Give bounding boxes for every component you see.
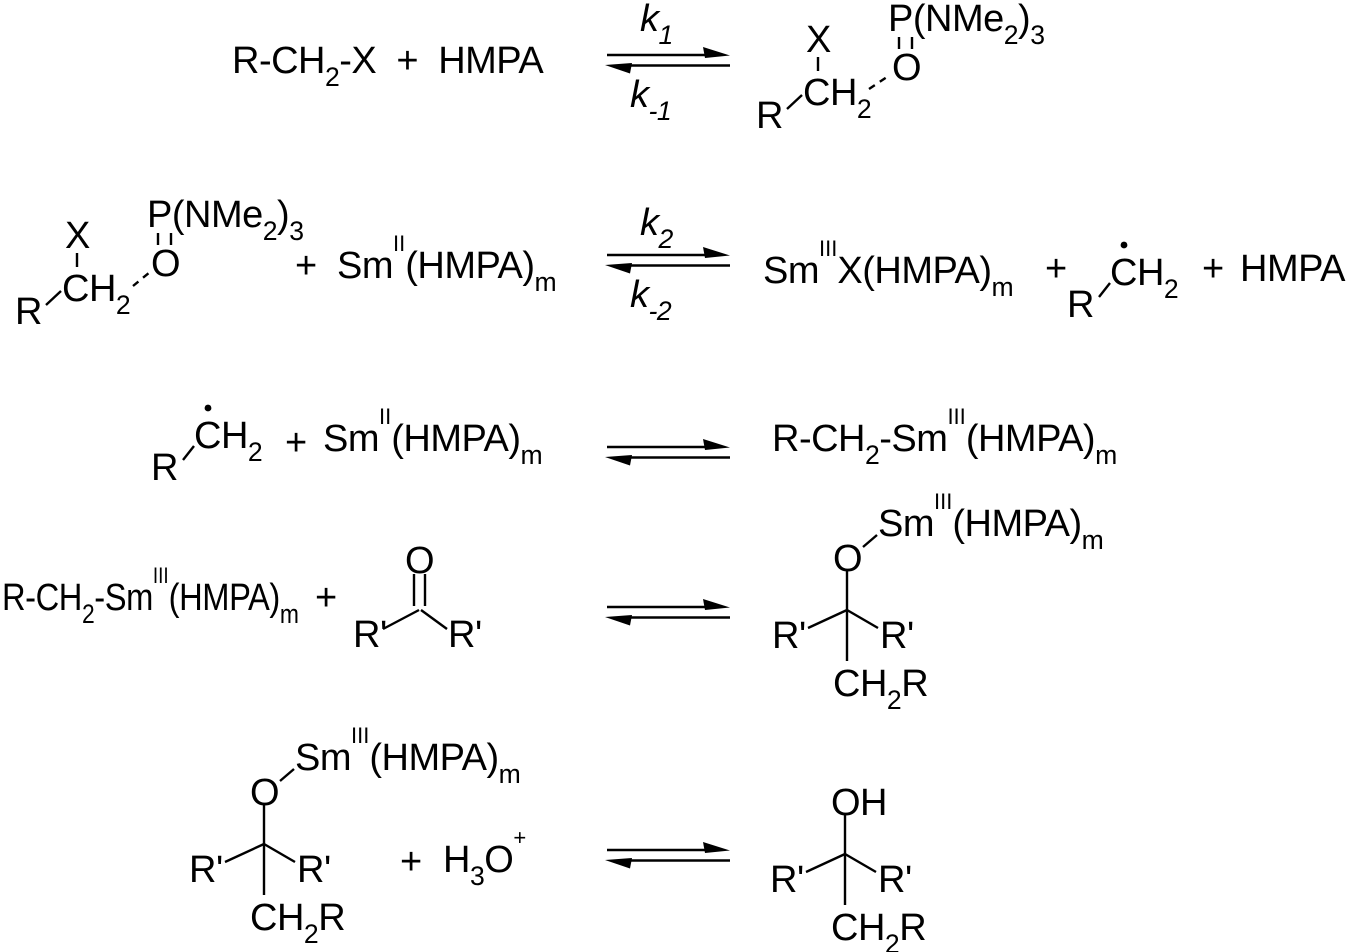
alkoxide1-r-prime-left: R': [772, 615, 806, 657]
radical-dot-icon: [204, 404, 212, 412]
alcohol-oh-label: OH: [831, 782, 888, 824]
adduct1-r-label: R: [756, 95, 783, 137]
adduct1-o-label: O: [892, 47, 922, 89]
alkoxide2-samarium-label: SmIII(HMPA)m: [295, 722, 521, 790]
rate-constant-k-2: k-2: [630, 274, 672, 327]
step2-samarium-ii: SmII(HMPA)m: [337, 230, 557, 298]
equilibrium-arrow-step4: [605, 599, 730, 626]
equilibrium-arrow-step1: [605, 47, 730, 74]
radical1-ch2-label: CH2: [1110, 252, 1179, 305]
step3-samarium-ii: SmII(HMPA)m: [323, 403, 543, 471]
adduct2-phosphoramide-label: P(NMe2)3: [147, 194, 304, 247]
equilibrium-arrow-step5: [605, 842, 730, 869]
step2-plus-b: +: [1045, 248, 1067, 290]
step5-hydronium: H3O+: [443, 824, 527, 892]
rate-constant-k2: k2: [640, 202, 673, 255]
adduct2-r-label: R: [15, 291, 42, 333]
alcohol-r-prime-right: R': [878, 859, 912, 901]
adduct1-x-label: X: [806, 19, 831, 61]
step2-samarium-iii-halide: SmIIIX(HMPA)m: [763, 235, 1014, 303]
step3-plus: +: [285, 422, 307, 464]
equilibrium-arrow-step3: [605, 439, 730, 466]
adduct2-x-label: X: [65, 215, 90, 257]
alcohol-ch2r-label: CH2R: [831, 907, 927, 952]
radical-dot-icon: [1120, 241, 1128, 249]
alkoxide2-o-label: O: [250, 772, 280, 814]
alkoxide1-r-prime-right: R': [880, 615, 914, 657]
adduct2-o-label: O: [151, 243, 181, 285]
adduct1-ch2-label: CH2: [803, 72, 872, 125]
step4-alkyl-samarium: R-CH2-SmIII(HMPA)m: [2, 562, 299, 630]
radical2-r-label: R: [151, 447, 178, 489]
ketone-o-label: O: [405, 540, 435, 582]
ketone-bonds: [382, 574, 448, 631]
alkoxide2-r-prime-left: R': [189, 849, 223, 891]
ketone-r-prime-right: R': [448, 614, 482, 656]
step4-plus: +: [315, 577, 337, 619]
step5-plus: +: [400, 841, 422, 883]
alkoxide2-ch2r-label: CH2R: [250, 897, 346, 950]
adduct2-ch2-label: CH2: [62, 268, 131, 321]
alcohol-r-prime-left: R': [770, 859, 804, 901]
rate-constant-k1: k1: [640, 0, 673, 51]
alkoxide1-samarium-label: SmIII(HMPA)m: [878, 488, 1104, 556]
alkoxide2-r-prime-right: R': [297, 849, 331, 891]
step3-alkyl-samarium: R-CH2-SmIII(HMPA)m: [772, 403, 1117, 471]
step1-reactants: R-CH2-X + HMPA: [232, 40, 544, 93]
alkoxide1-ch2r-label: CH2R: [833, 663, 929, 716]
step2-hmpa: HMPA: [1240, 248, 1345, 290]
radical2-ch2-label: CH2: [194, 415, 263, 468]
alcohol-bonds: [805, 814, 877, 905]
radical1-r-label: R: [1067, 284, 1094, 326]
rate-constant-k-1: k-1: [630, 74, 672, 127]
adduct1-phosphoramide-label: P(NMe2)3: [888, 0, 1045, 51]
alkoxide1-o-label: O: [833, 538, 863, 580]
step2-plus-a: +: [295, 245, 317, 287]
ketone-r-prime-left: R': [353, 614, 387, 656]
step2-plus-c: +: [1202, 248, 1224, 290]
